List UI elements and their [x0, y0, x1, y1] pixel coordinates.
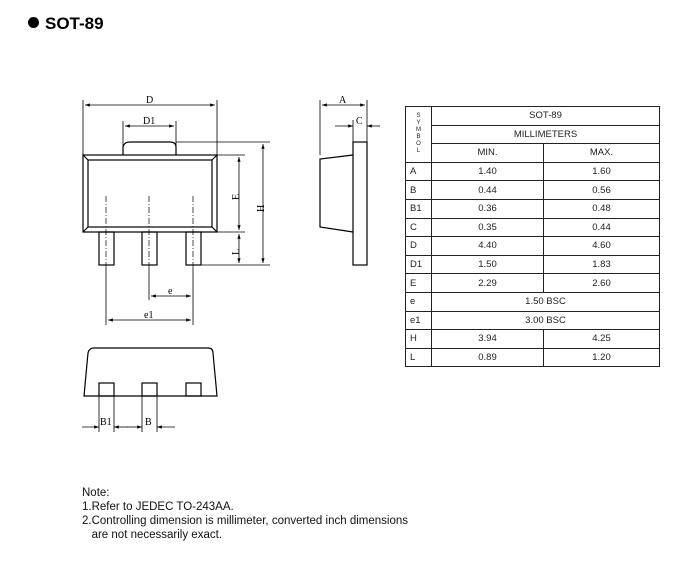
cell-max: 0.48: [543, 198, 660, 219]
cell-min: 3.94: [431, 329, 544, 349]
cell-max: 1.20: [543, 347, 660, 368]
cell-sym: E: [405, 273, 432, 293]
cell-min: 1.40: [431, 161, 544, 182]
note-3: are not necessarily exact.: [82, 529, 222, 541]
cell-sym: D1: [405, 254, 432, 275]
label-B: B: [145, 417, 152, 428]
page-title: SOT-89: [28, 14, 104, 34]
cell-sym: D: [405, 236, 432, 256]
cell-sym: A: [405, 161, 432, 182]
max-header: MAX.: [543, 143, 660, 163]
top-view: [82, 141, 218, 268]
cell-min: 0.89: [431, 347, 544, 368]
cell-bsc: 3.00 BSC: [431, 310, 660, 331]
side-view: [319, 141, 368, 266]
note-1: 1.Refer to JEDEC TO-243AA.: [82, 501, 234, 513]
bottom-view: [83, 347, 218, 397]
cell-sym: B1: [405, 198, 432, 219]
cell-min: 1.50: [431, 254, 544, 275]
label-D: D: [146, 95, 153, 106]
cell-max: 2.60: [543, 273, 660, 293]
label-A: A: [339, 95, 347, 106]
cell-sym: C: [405, 217, 432, 238]
notes-heading: Note:: [82, 487, 110, 499]
label-H: H: [256, 205, 267, 212]
label-E: E: [231, 194, 242, 200]
notes: Note: 1.Refer to JEDEC TO-243AA. 2.Contr…: [82, 486, 408, 542]
cell-min: 0.36: [431, 198, 544, 219]
label-D1: D1: [143, 116, 155, 127]
cell-sym: e: [405, 291, 432, 312]
min-header: MIN.: [431, 143, 544, 163]
cell-max: 4.25: [543, 329, 660, 349]
cell-sym: H: [405, 329, 432, 349]
bullet-icon: [28, 17, 39, 28]
label-B1: B1: [100, 417, 112, 428]
cell-sym: e1: [405, 310, 432, 331]
cell-bsc: 1.50 BSC: [431, 291, 660, 312]
label-C: C: [356, 116, 363, 127]
unit-header: MILLIMETERS: [431, 124, 660, 145]
label-e: e: [168, 286, 173, 297]
cell-min: 2.29: [431, 273, 544, 293]
cell-max: 0.44: [543, 217, 660, 238]
package-header: SOT-89: [431, 106, 660, 126]
cell-max: 4.60: [543, 236, 660, 256]
note-2: 2.Controlling dimension is millimeter, c…: [82, 515, 408, 527]
cell-sym: B: [405, 180, 432, 200]
cell-max: 1.60: [543, 161, 660, 182]
cell-min: 4.40: [431, 236, 544, 256]
cell-min: 0.35: [431, 217, 544, 238]
cell-max: 0.56: [543, 180, 660, 200]
cell-sym: L: [405, 347, 432, 368]
cell-max: 1.83: [543, 254, 660, 275]
symbol-header: S Y M B O L: [405, 106, 432, 163]
label-L: L: [231, 249, 242, 255]
title-text: SOT-89: [45, 14, 104, 33]
cell-min: 0.44: [431, 180, 544, 200]
label-e1: e1: [144, 310, 153, 321]
